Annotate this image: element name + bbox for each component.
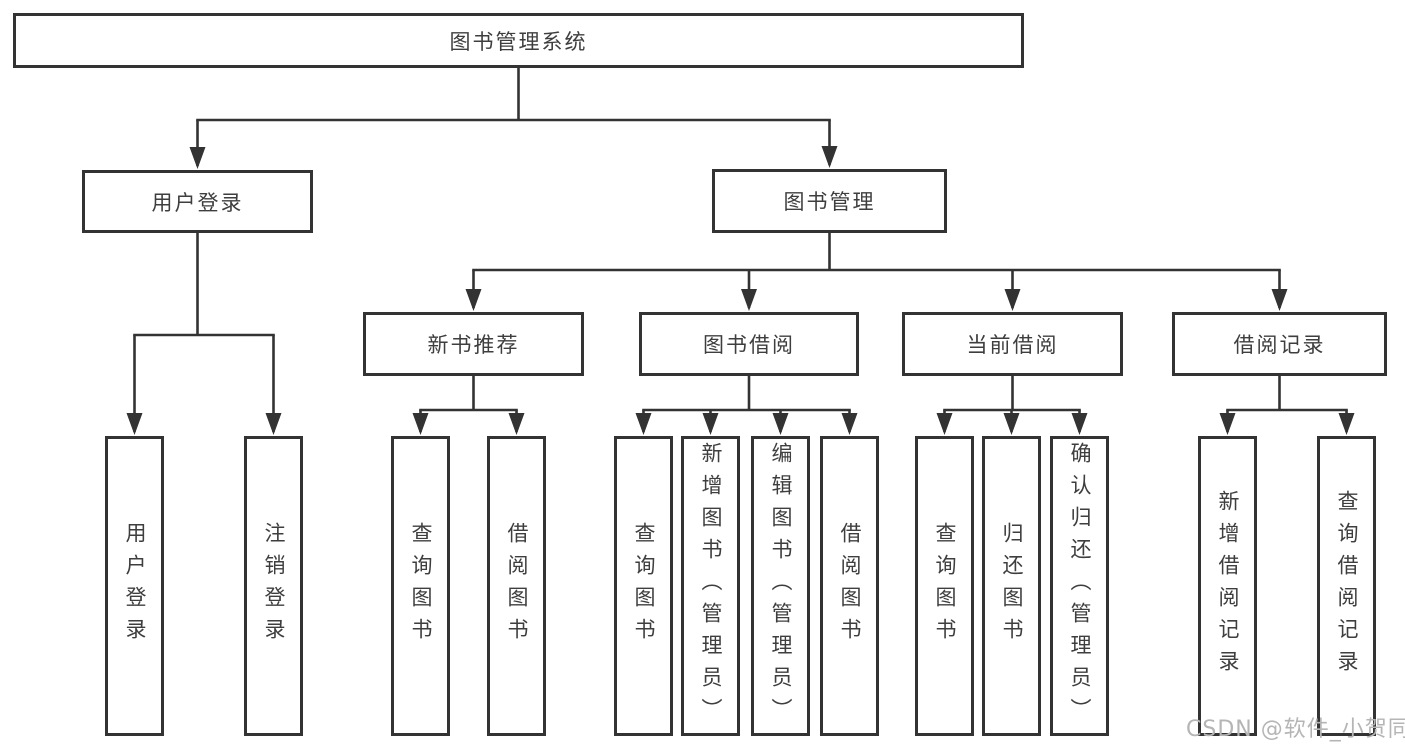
leaf-search-books-borrowing: 查询图书 [614, 436, 673, 736]
leaf-confirm-return-admin: 确认归还（管理员） [1050, 436, 1109, 736]
node-label: 查询借阅记录 [1335, 490, 1359, 682]
node-label: 查询图书 [632, 522, 656, 650]
node-user-login: 用户登录 [82, 170, 313, 233]
leaf-logout: 注销登录 [244, 436, 303, 736]
node-label: 用户登录 [151, 190, 244, 215]
leaf-borrow-books-recommend: 借阅图书 [487, 436, 546, 736]
node-book-management: 图书管理 [712, 169, 947, 233]
node-label: 图书借阅 [703, 333, 795, 357]
leaf-add-books-admin: 新增图书（管理员） [681, 436, 740, 736]
node-label: 当前借阅 [966, 333, 1059, 357]
node-book-borrowing: 图书借阅 [639, 312, 859, 376]
node-label: 归还图书 [1000, 522, 1024, 650]
node-library-management-system: 图书管理系统 [13, 13, 1024, 68]
node-label: 用户登录 [123, 522, 147, 650]
node-label: 注销登录 [262, 522, 286, 650]
leaf-add-borrow-record: 新增借阅记录 [1198, 436, 1257, 736]
node-label: 图书管理系统 [449, 29, 588, 54]
node-label: 查询图书 [933, 522, 957, 650]
node-label: 新书推荐 [427, 333, 520, 357]
node-label: 确认归还（管理员） [1068, 442, 1092, 730]
leaf-search-books-current: 查询图书 [915, 436, 974, 736]
node-label: 借阅图书 [838, 522, 862, 650]
leaf-search-books-recommend: 查询图书 [391, 436, 450, 736]
node-label: 图书管理 [783, 190, 876, 214]
leaf-search-borrow-record: 查询借阅记录 [1317, 436, 1376, 736]
leaf-user-login: 用户登录 [105, 436, 164, 736]
node-label: 编辑图书（管理员） [769, 442, 793, 730]
node-label: 新增借阅记录 [1216, 490, 1240, 682]
node-label: 借阅图书 [505, 522, 529, 650]
node-borrowing-records: 借阅记录 [1172, 312, 1387, 376]
node-label: 查询图书 [409, 522, 433, 650]
leaf-borrow-books-borrowing: 借阅图书 [820, 436, 879, 736]
leaf-edit-books-admin: 编辑图书（管理员） [751, 436, 810, 736]
watermark: CSDN @软件_小贺同学 [1186, 717, 1405, 742]
node-current-borrowing: 当前借阅 [902, 312, 1123, 376]
node-label: 新增图书（管理员） [699, 442, 723, 730]
node-label: 借阅记录 [1233, 333, 1326, 357]
leaf-return-books: 归还图书 [982, 436, 1041, 736]
node-new-book-recommendation: 新书推荐 [363, 312, 584, 376]
